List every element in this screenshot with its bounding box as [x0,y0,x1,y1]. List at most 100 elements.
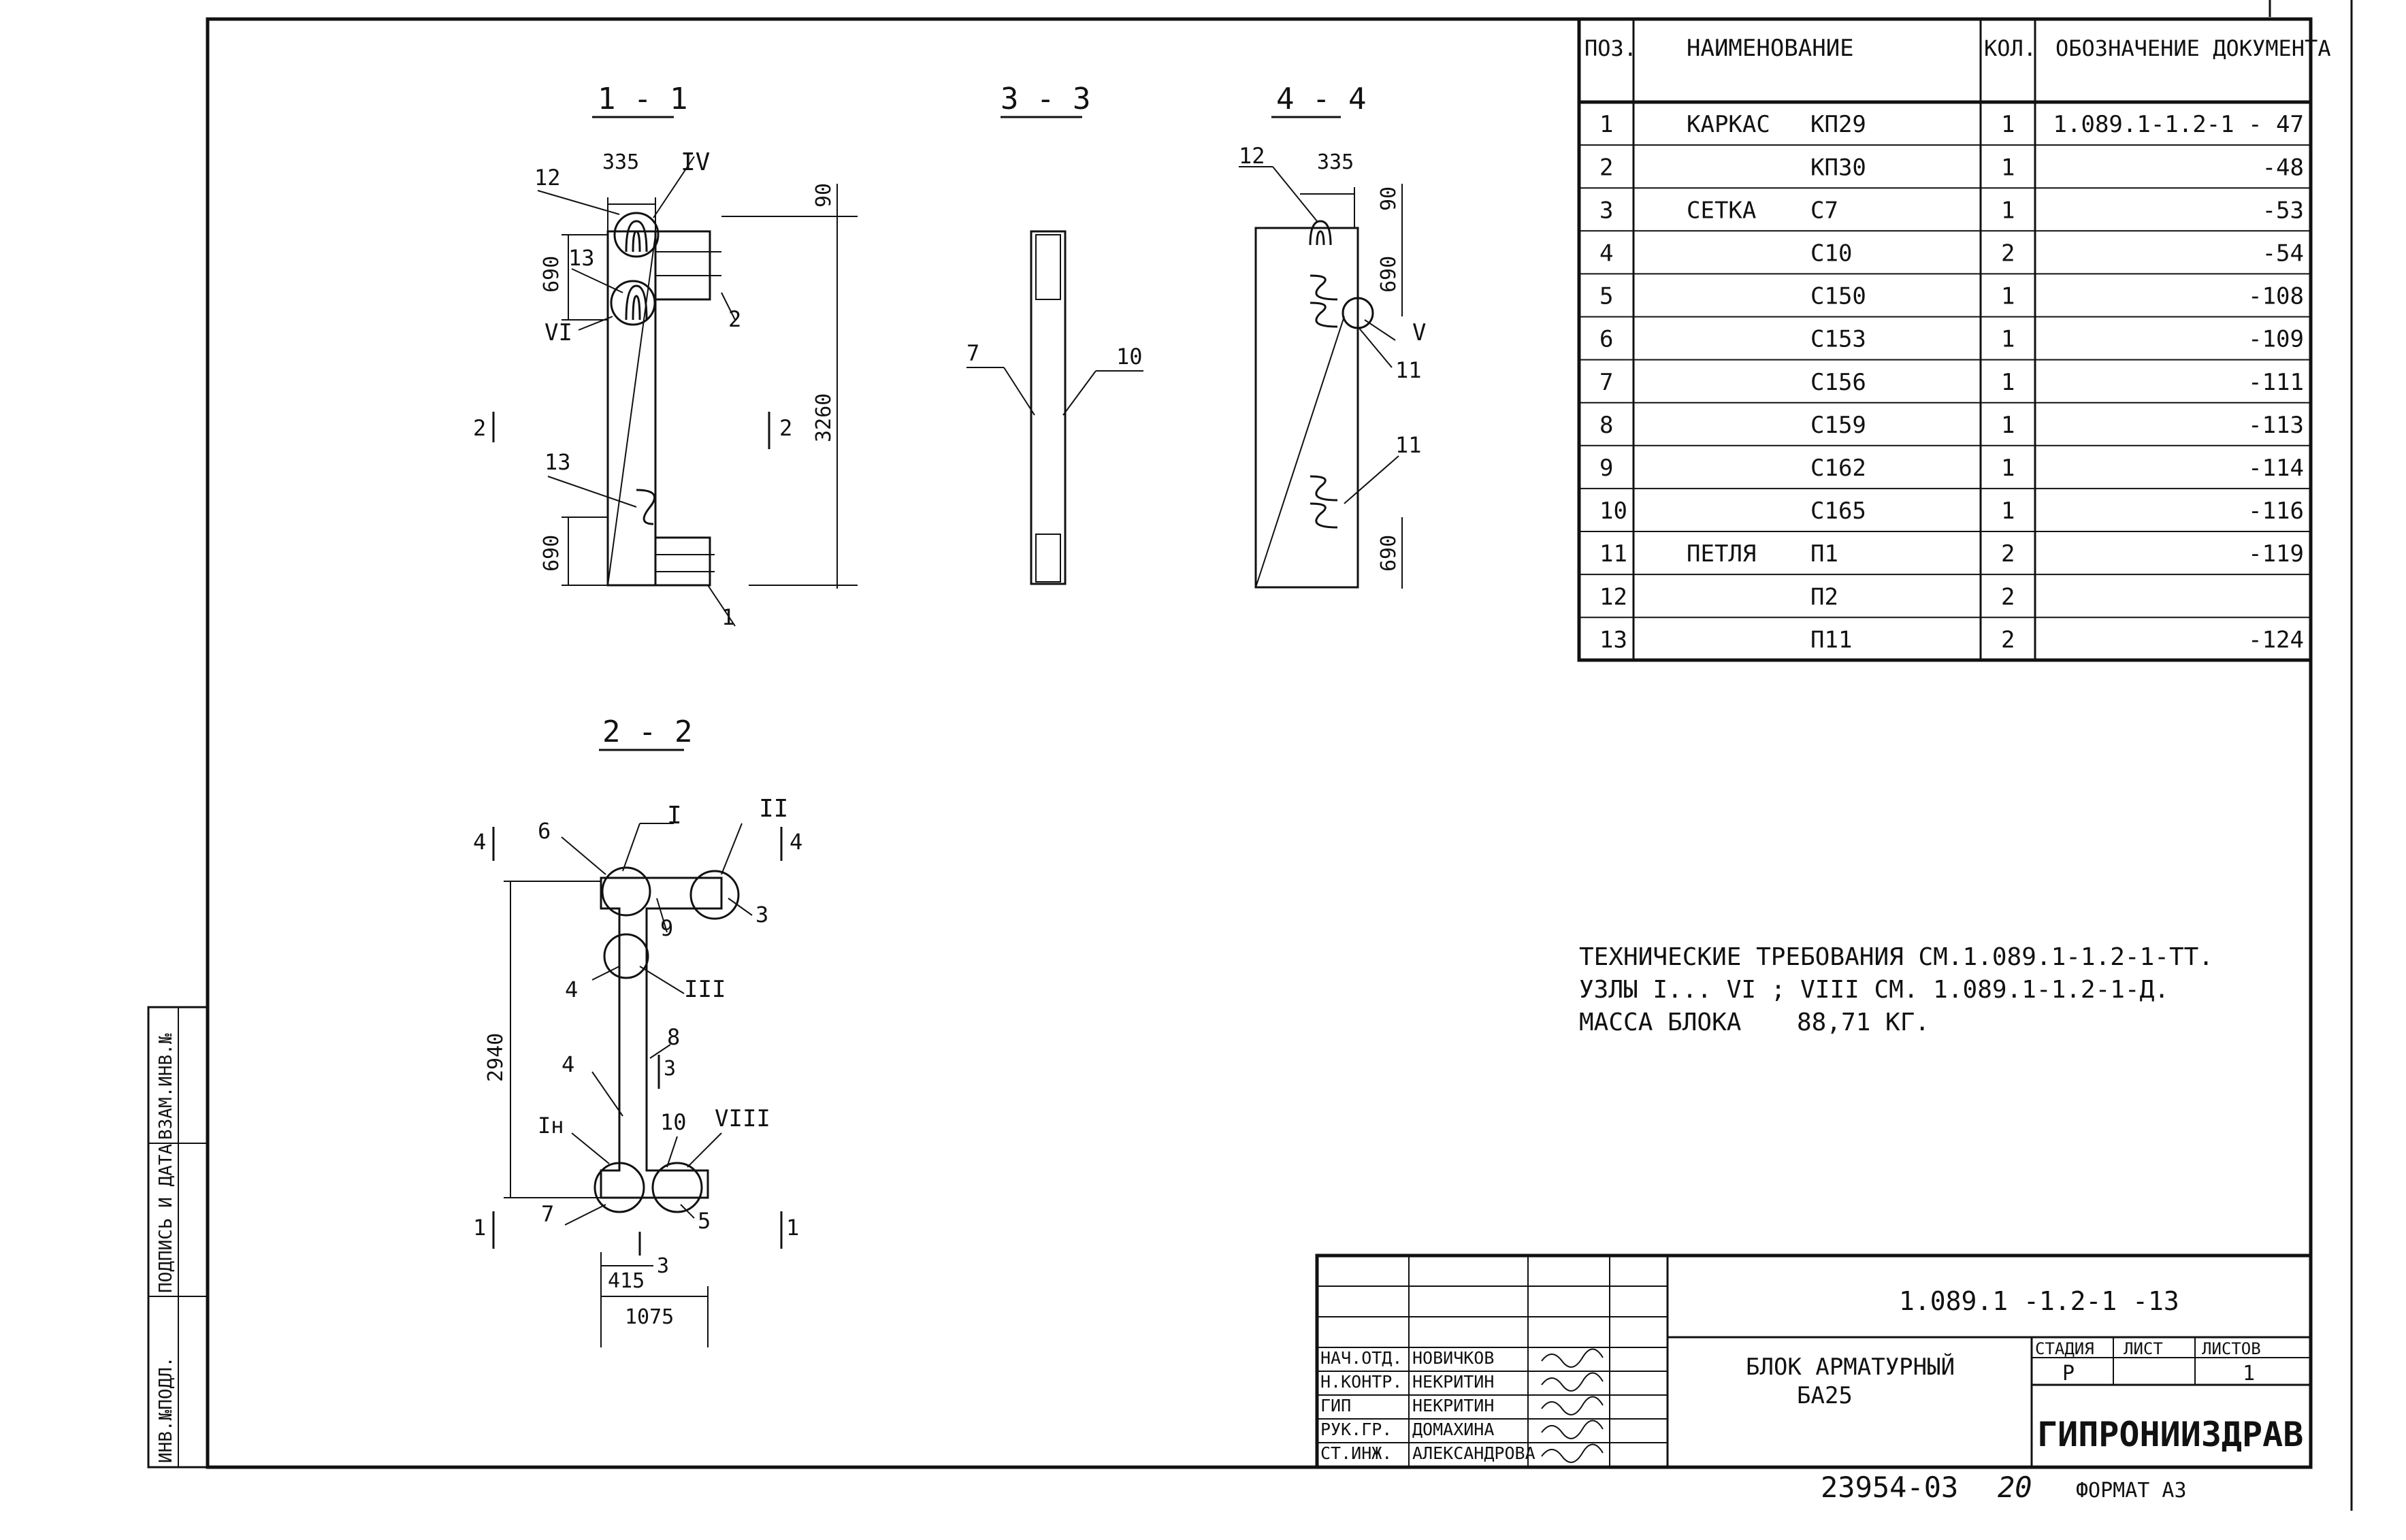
view22-cut-1-right: 1 [786,1215,799,1241]
view11-cut-2-right: 2 [779,415,792,441]
section-3-3-title: 3 - 3 [1001,82,1090,116]
view11-cut-2-left: 2 [473,415,486,441]
view22-cut-4-left: 4 [473,829,486,855]
footer: 23954-03 20 ФОРМАТ А3 [1821,1471,2187,1504]
spec-cell-doc: -54 [2262,240,2304,267]
view11-node-IV: IV [681,148,710,176]
view33-pos-10: 10 [1116,344,1143,370]
drawing-frame [206,17,2313,1469]
title-block-sheet-label: ЛИСТ [2124,1339,2163,1358]
signature-mark [1541,1348,1604,1368]
people-name: НЕКРИТИН [1412,1372,1494,1392]
view22-pos-10: 10 [660,1109,687,1135]
signature-mark [1541,1443,1604,1463]
section-1-1: 1 - 1 335 90 3260 690 [473,82,858,630]
spec-cell-mark: С165 [1810,497,1866,525]
spec-cell-mark: С150 [1810,283,1866,310]
view22-cut-3-top: 3 [664,1057,676,1081]
view22-cut-1-left: 1 [473,1215,486,1241]
spec-cell-pos: 6 [1599,326,1613,353]
view22-pos-9: 9 [660,915,673,941]
view11-dim-90: 90 [812,183,836,208]
spec-cell-qty: 1 [2001,455,2015,482]
view11-pos-12: 12 [534,165,561,191]
spec-cell-mark: С156 [1810,369,1866,396]
spec-cell-pos: 7 [1599,369,1613,396]
spec-cell-doc: -109 [2248,326,2304,353]
people-role: СТ.ИНЖ. [1320,1443,1392,1463]
view33-pos-7: 7 [966,340,979,366]
spec-cell-pos: 2 [1599,154,1613,181]
view22-node-II: II [759,795,788,823]
spec-cell-doc: -116 [2248,497,2304,525]
footer-format: ФОРМАТ А3 [2076,1479,2187,1503]
view22-pos-7: 7 [541,1201,554,1227]
technical-notes: ТЕХНИЧЕСКИЕ ТРЕБОВАНИЯ СМ.1.089.1-1.2-1-… [1579,943,2213,1036]
view22-node-In: Iн [538,1113,564,1138]
spec-cell-qty: 2 [2001,240,2015,267]
people-name: НЕКРИТИН [1412,1396,1494,1415]
notes-line-1: ТЕХНИЧЕСКИЕ ТРЕБОВАНИЯ СМ.1.089.1-1.2-1-… [1579,943,2213,971]
view22-node-I: I [667,802,682,830]
spec-cell-doc: 1.089.1-1.2-1 - 47 [2053,111,2304,138]
view11-pos-2: 2 [728,306,741,332]
spec-header-name: НАИМЕНОВАНИЕ [1687,35,1854,62]
spec-cell-pos: 12 [1599,583,1627,610]
spec-cell-qty: 2 [2001,540,2015,568]
spec-cell-doc: -108 [2248,283,2304,310]
view11-node-VI: VI [544,319,572,346]
title-block-stage: Р [2062,1362,2075,1386]
view44-pos-12: 12 [1239,143,1265,169]
spec-cell-pos: 10 [1599,497,1627,525]
spec-cell-qty: 1 [2001,111,2015,138]
section-4-4: 4 - 4 335 90 690 690 12 V 11 11 [1239,82,1426,589]
spec-header-pos: ПОЗ. [1584,35,1637,61]
spec-cell-doc: -124 [2248,626,2304,653]
people-name: НОВИЧКОВ [1412,1348,1494,1368]
view22-dim-2940: 2940 [484,1033,508,1082]
spec-cell-doc: -119 [2248,540,2304,568]
spec-cell-mark: С159 [1810,412,1866,439]
spec-cell-pos: 4 [1599,240,1613,267]
spec-cell-mark: КП29 [1810,111,1866,138]
spec-cell-type: КАРКАС [1687,111,1770,138]
spec-cell-type: СЕТКА [1687,197,1756,224]
spec-cell-doc: -113 [2248,412,2304,439]
side-stamp: ИНВ.№ПОДЛ. ПОДПИСЬ И ДАТА ВЗАМ.ИНВ.№ [147,1006,209,1469]
side-stamp-signature-date: ПОДПИСЬ И ДАТА [156,1144,176,1293]
spec-cell-mark: КП30 [1810,154,1866,181]
title-block-sheets: 1 [2243,1362,2255,1386]
section-4-4-title: 4 - 4 [1276,82,1366,116]
section-1-1-title: 1 - 1 [598,82,687,116]
side-stamp-vzam-inv: ВЗАМ.ИНВ.№ [156,1033,176,1140]
view11-dim-690-bottom: 690 [540,535,564,572]
view11-dim-3260: 3260 [812,393,836,442]
view44-dim-335: 335 [1317,150,1354,174]
view11-pos-13-top: 13 [568,245,595,271]
title-block-title-2: БА25 [1797,1382,1853,1409]
people-role: ГИП [1320,1396,1351,1415]
spec-cell-mark: С10 [1810,240,1852,267]
spec-cell-mark: С162 [1810,455,1866,482]
view44-node-V: V [1412,319,1426,346]
spec-cell-qty: 1 [2001,326,2015,353]
signature-mark [1541,1420,1604,1439]
spec-cell-pos: 11 [1599,540,1627,568]
side-stamp-inv-podl: ИНВ.№ПОДЛ. [156,1356,176,1463]
spec-cell-doc: -111 [2248,369,2304,396]
view11-pos-13-bottom: 13 [544,449,571,475]
spec-cell-qty: 1 [2001,497,2015,525]
spec-cell-pos: 13 [1599,626,1627,653]
spec-cell-type: ПЕТЛЯ [1687,540,1756,568]
view44-dim-690-bottom: 690 [1377,535,1401,572]
title-block-sheets-label: ЛИСТОВ [2202,1339,2261,1358]
people-name: АЛЕКСАНДРОВА [1412,1443,1535,1463]
view44-dim-690-top: 690 [1377,256,1401,293]
spec-cell-qty: 2 [2001,626,2015,653]
view11-dim-335: 335 [602,150,639,174]
view22-pos-4-bottom: 4 [562,1051,574,1077]
spec-cell-doc: -53 [2262,197,2304,224]
